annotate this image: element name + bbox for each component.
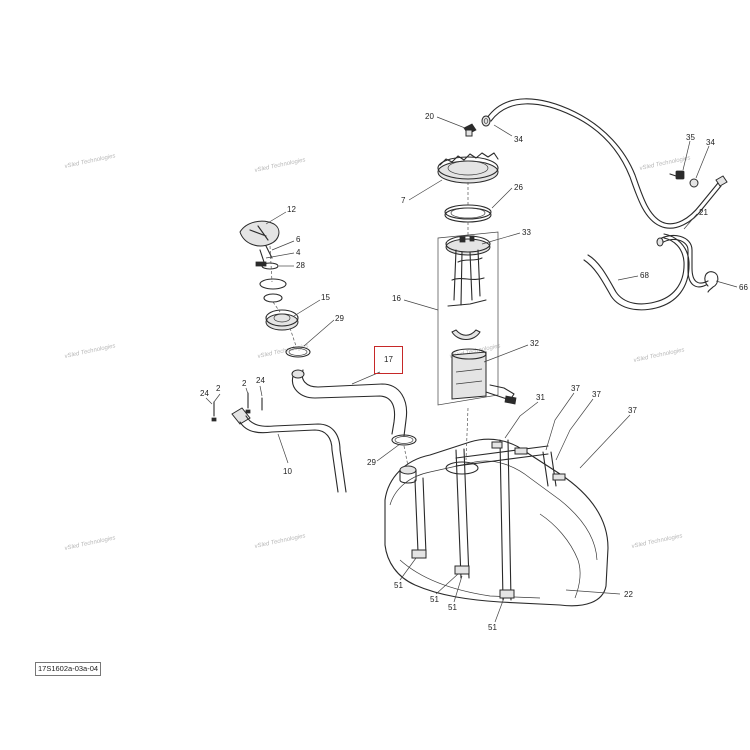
callout-51[interactable]: 51 <box>488 623 497 632</box>
lock-ring-7[interactable] <box>437 152 499 184</box>
callout-26[interactable]: 26 <box>514 183 523 192</box>
pump-seal-clip[interactable] <box>451 329 481 340</box>
callout-22[interactable]: 22 <box>624 590 633 599</box>
vent-hose-68[interactable] <box>583 233 690 311</box>
reference-code: 17S1602a-03a-04 <box>35 662 102 676</box>
watermark: vSled Technologies <box>254 157 306 174</box>
filler-hose-17[interactable] <box>291 369 408 437</box>
callout-34[interactable]: 34 <box>514 135 523 144</box>
fuel-tank-22[interactable] <box>384 438 609 607</box>
callout-24[interactable]: 24 <box>200 389 209 398</box>
hose-clip-66[interactable] <box>704 271 719 293</box>
callout-35[interactable]: 35 <box>686 133 695 142</box>
callout-4[interactable]: 4 <box>296 248 301 257</box>
watermark: vSled Technologies <box>64 343 116 360</box>
washer-28[interactable] <box>261 262 279 270</box>
gasket-26[interactable] <box>444 204 492 223</box>
assembly-lines <box>269 182 469 467</box>
callout-51[interactable]: 51 <box>448 603 457 612</box>
callout-7[interactable]: 7 <box>401 196 406 205</box>
filler-neck-15[interactable] <box>265 309 299 331</box>
strap-fasteners-31[interactable] <box>411 441 566 599</box>
callout-37[interactable]: 37 <box>571 384 580 393</box>
vent-valve-20[interactable] <box>463 123 477 137</box>
fuel-filter-pump-32[interactable] <box>451 348 517 405</box>
callout-24[interactable]: 24 <box>256 376 265 385</box>
callout-20[interactable]: 20 <box>425 112 434 121</box>
vent-tube-10[interactable] <box>231 407 347 493</box>
callout-32[interactable]: 32 <box>530 339 539 348</box>
callout-15[interactable]: 15 <box>321 293 330 302</box>
watermark: vSled Technologies <box>257 343 309 360</box>
callout-21[interactable]: 21 <box>699 208 708 217</box>
filler-cap-12[interactable] <box>239 220 280 247</box>
screw-6[interactable] <box>265 245 273 259</box>
callout-16[interactable]: 16 <box>392 294 401 303</box>
callout-68[interactable]: 68 <box>640 271 649 280</box>
leader-lines <box>205 116 738 623</box>
callout-51[interactable]: 51 <box>394 581 403 590</box>
pump-frame-16 <box>437 231 499 406</box>
callout-28[interactable]: 28 <box>296 261 305 270</box>
clamp-34-right[interactable] <box>689 178 699 188</box>
vent-hose-21[interactable] <box>656 234 709 288</box>
callout-37[interactable]: 37 <box>628 406 637 415</box>
callout-12[interactable]: 12 <box>287 205 296 214</box>
callout-2[interactable]: 2 <box>216 384 221 393</box>
filler-gasket[interactable] <box>259 278 287 303</box>
callout-17[interactable]: 17 <box>384 355 393 364</box>
tank-straps-37[interactable] <box>414 439 557 601</box>
watermark: vSled Technologies <box>254 533 306 550</box>
callout-29[interactable]: 29 <box>367 458 376 467</box>
clamp-29-lower[interactable] <box>391 434 417 446</box>
callout-37[interactable]: 37 <box>592 390 601 399</box>
fuel-pump-flange-33[interactable] <box>445 235 491 307</box>
watermark: vSled Technologies <box>64 535 116 552</box>
callout-66[interactable]: 66 <box>739 283 748 292</box>
callout-29[interactable]: 29 <box>335 314 344 323</box>
callout-33[interactable]: 33 <box>522 228 531 237</box>
vent-hose-upper[interactable] <box>486 98 728 229</box>
callout-10[interactable]: 10 <box>283 467 292 476</box>
watermark: vSled Technologies <box>631 533 683 550</box>
callout-2[interactable]: 2 <box>242 379 247 388</box>
callout-6[interactable]: 6 <box>296 235 301 244</box>
watermark: vSled Technologies <box>633 347 685 364</box>
watermark: vSled Technologies <box>64 153 116 170</box>
screw-4[interactable] <box>255 249 267 267</box>
callout-51[interactable]: 51 <box>430 595 439 604</box>
highlight-box-17 <box>374 346 403 374</box>
clamp-29-upper[interactable] <box>285 346 311 358</box>
callout-34[interactable]: 34 <box>706 138 715 147</box>
vent-connector-35[interactable] <box>669 170 685 180</box>
clamp-34-top[interactable] <box>481 115 491 127</box>
callouts: 20 34 35 34 26 7 12 6 4 28 33 21 68 66 1… <box>200 112 748 632</box>
screws-24-2[interactable] <box>211 392 263 422</box>
callout-31[interactable]: 31 <box>536 393 545 402</box>
